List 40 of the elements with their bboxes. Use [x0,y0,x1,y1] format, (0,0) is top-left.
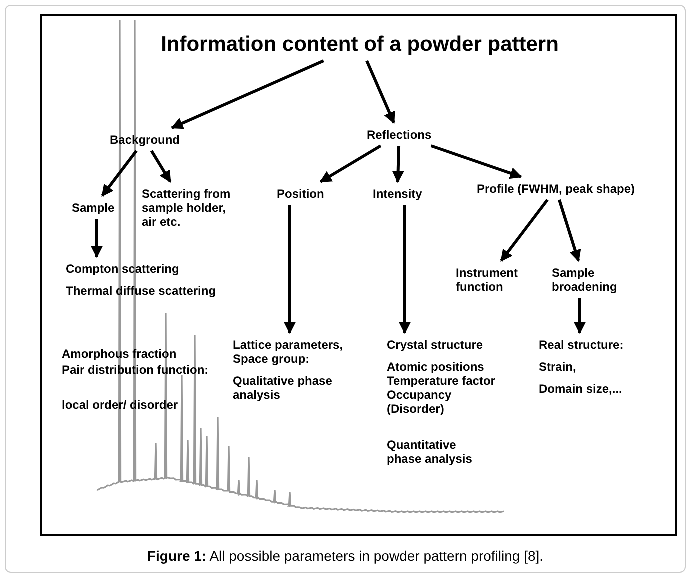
node-text: Strain, [539,360,578,374]
node-text: Sample broadening [552,266,618,294]
node-text: Reflections [367,128,433,142]
node-text: (Disorder) [387,402,446,416]
note-text: local order/ disorder [62,398,178,412]
node-text: Atomic positions [387,360,486,374]
arrow [171,60,324,130]
arrow [366,60,396,124]
arrow [558,200,582,262]
arrow [320,144,382,184]
node-text: Compton scattering [66,262,180,276]
arrow [101,150,138,197]
node-text: Temperature factor [387,374,496,388]
node-text: Real structure: [539,338,625,352]
node-text: Instrument function [456,266,520,294]
node-text: Profile (FWHM, peak shape) [477,182,636,196]
node-text: Occupancy [387,388,453,402]
node-text: Domain size,... [539,382,624,396]
node-text: Crystal structure [387,338,484,352]
arrow [500,199,549,262]
node-text: Scattering from sample holder, air etc. [142,187,232,229]
node-heading: Information content of a powder pattern [160,33,560,57]
node-text: Intensity [373,187,424,201]
node-text: Lattice parameters, Space group: [233,338,344,366]
arrow [392,146,404,184]
node-text: Qualitative phase analysis [233,374,334,402]
node-text: Sample [72,201,116,215]
note-text: Amorphous fraction [62,347,177,361]
arrow [91,219,103,258]
node-text: Background [110,133,182,147]
node-text: Quantitative phase analysis [387,438,474,466]
arrow [574,298,586,334]
arrow [150,150,172,184]
node-text: Thermal diffuse scattering [66,284,218,298]
note-text: Pair distribution function: [62,363,209,377]
arrow [399,205,411,334]
figure-caption: Figure 1: All possible parameters in powder pattern profiling [8]. [146,548,545,564]
node-text: Position [277,187,326,201]
arrow [430,144,522,180]
arrow [284,205,296,334]
